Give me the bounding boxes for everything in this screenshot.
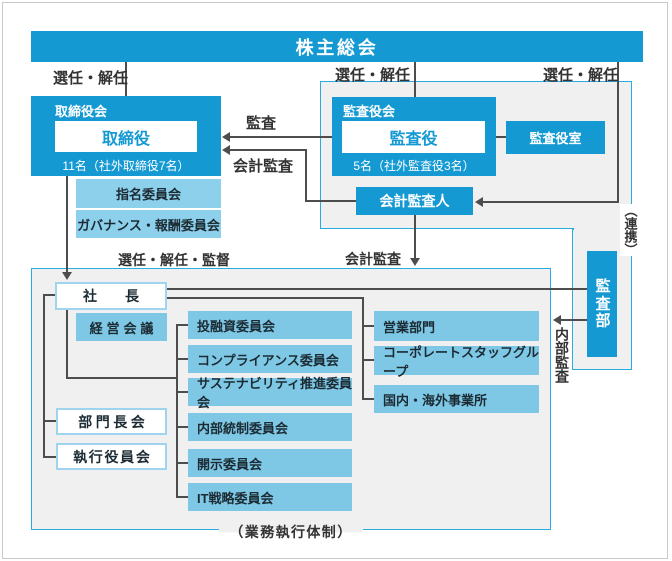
directors-label: 取締役 (101, 130, 150, 148)
committee-label: コンプライアンス委員会 (197, 352, 339, 368)
unit-label: 営業部門 (383, 319, 436, 335)
division-heads-label: 部門長会 (78, 413, 149, 430)
committee-box-sustainability: サステナビリティ推進委員会 (188, 376, 352, 410)
execution-caption-text: （業務執行体制） (219, 522, 363, 542)
auditors-count: 5名（社外監査役3名） (353, 159, 475, 173)
appoint-dismiss-label-left: 選任・解任 (53, 70, 129, 87)
committee-box-investment: 投融資委員会 (188, 311, 352, 339)
executive-officers-label: 執行役員会 (73, 448, 152, 465)
accounting-auditor-box: 会計監査人 (356, 187, 473, 215)
auditors-label: 監査役 (389, 131, 438, 148)
management-meeting-label: 経営会議 (89, 320, 158, 336)
nomination-committee-label: 指名委員会 (115, 187, 181, 202)
panel-junction-patch (574, 227, 630, 231)
appoint-dismiss-supervise-label: 選任・解任・監督 (118, 252, 230, 268)
auditors-box: 監査役 (342, 121, 485, 153)
audit-dept-label: 監査部 (593, 278, 611, 330)
audit-dept-box: 監査部 (587, 251, 617, 357)
audit-label: 監査 (246, 115, 277, 132)
internal-audit-label: 内部監査 (554, 327, 570, 383)
executive-officers-box: 執行役員会 (56, 443, 167, 470)
audit-board-title: 監査役会 (343, 104, 396, 119)
appoint-dismiss-label-middle: 選任・解任 (335, 67, 411, 84)
president-box: 社 長 (55, 282, 167, 310)
nomination-committee-box: 指名委員会 (76, 179, 221, 208)
committee-box-disclosure: 開示委員会 (188, 449, 352, 477)
unit-label: コーポレートスタッフグループ (383, 344, 540, 379)
board-of-directors-title: 取締役会 (55, 104, 108, 119)
president-label: 社 長 (83, 288, 139, 304)
management-meeting-box: 経営会議 (76, 313, 167, 341)
accounting-audit-label-top: 会計監査 (233, 158, 294, 175)
committee-box-compliance: コンプライアンス委員会 (188, 345, 352, 373)
directors-box: 取締役 (55, 121, 197, 152)
directors-count: 11名（社外取締役7名） (62, 159, 190, 173)
committee-box-internal-control: 内部統制委員会 (188, 413, 352, 441)
accounting-auditor-label: 会計監査人 (379, 193, 450, 209)
committee-label: IT戦略委員会 (197, 490, 274, 506)
audit-office-box: 監査役室 (506, 121, 605, 154)
audit-office-label: 監査役室 (529, 131, 582, 146)
appoint-dismiss-label-right: 選任・解任 (543, 67, 619, 84)
committee-label: 内部統制委員会 (197, 420, 289, 436)
governance-compensation-committee-box: ガバナンス・報酬委員会 (76, 210, 221, 238)
shareholders-meeting-banner: 株主総会 (31, 31, 643, 62)
unit-box-domestic-overseas: 国内・海外事業所 (374, 385, 539, 413)
governance-compensation-committee-label: ガバナンス・報酬委員会 (77, 217, 220, 233)
committee-label: 開示委員会 (197, 456, 263, 472)
accounting-audit-label-bottom: 会計監査 (345, 251, 401, 267)
unit-label: 国内・海外事業所 (383, 392, 488, 408)
execution-caption: （業務執行体制） (31, 522, 551, 542)
cooperation-label: （連携） (620, 204, 640, 256)
unit-box-sales: 営業部門 (374, 311, 539, 341)
committee-box-it-strategy: IT戦略委員会 (188, 483, 352, 511)
shareholders-meeting-label: 株主総会 (295, 37, 379, 58)
committee-label: 投融資委員会 (197, 318, 276, 334)
unit-box-corporate-staff: コーポレートスタッフグループ (374, 345, 539, 379)
division-heads-box: 部門長会 (56, 408, 167, 435)
committee-label: サステナビリティ推進委員会 (197, 376, 352, 410)
